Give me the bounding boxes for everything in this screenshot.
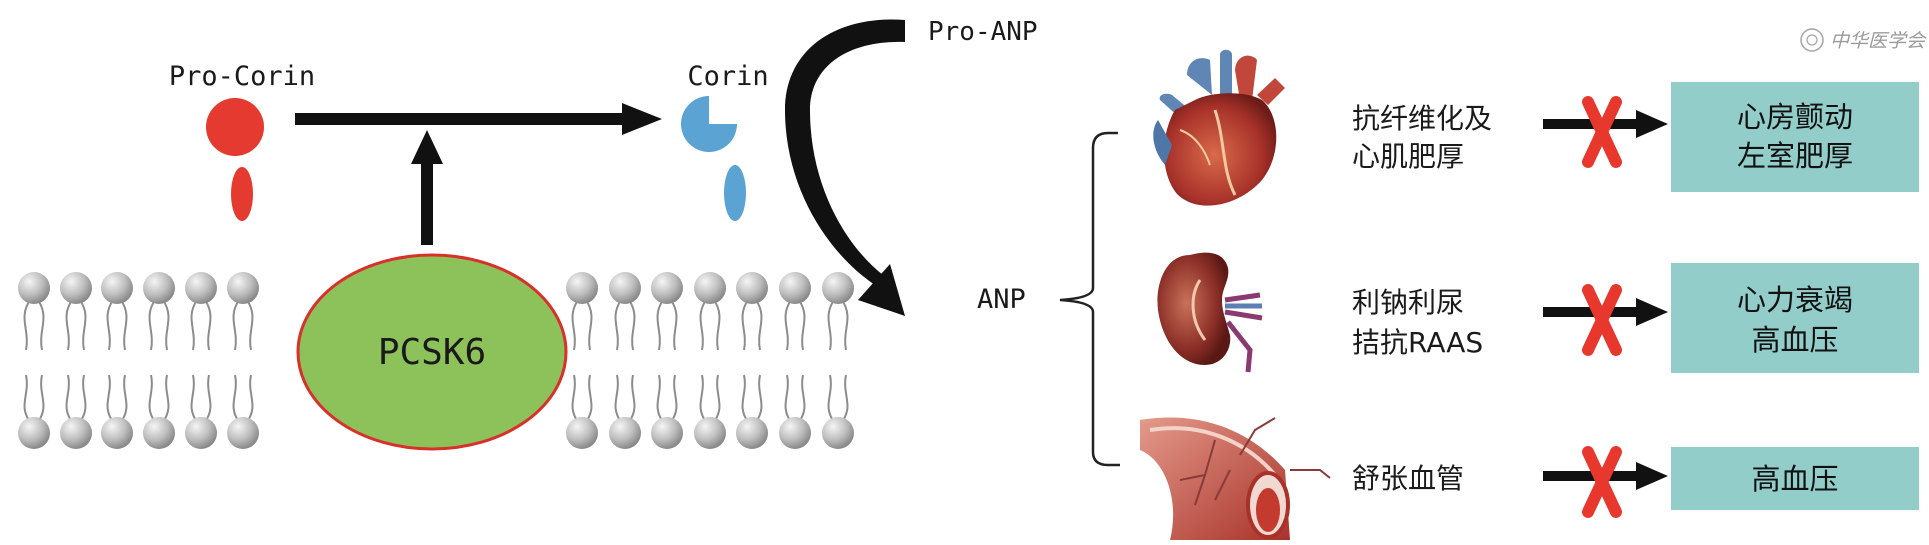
blood-vessel-illustration — [1140, 417, 1331, 540]
blocked-arrow — [1543, 446, 1668, 518]
corin-tail — [724, 165, 746, 221]
watermark-text: 中华医学会 — [1830, 30, 1927, 52]
effect-row-1: 抗纤维化及 心肌肥厚 心房颤动 左室肥厚 — [1352, 82, 1919, 192]
effect-row-2: 利钠利尿 拮抗RAAS 心力衰竭 高血压 — [1352, 263, 1919, 373]
outcome-box — [1671, 263, 1919, 373]
effect-row-3: 舒张血管 高血压 — [1352, 446, 1919, 518]
blocked-arrow — [1543, 284, 1668, 356]
pcsk6-enzyme: PCSK6 — [296, 253, 568, 451]
outcome-box — [1671, 447, 1919, 510]
effect-text-line1: 舒张血管 — [1352, 462, 1464, 495]
anp-brace — [1059, 131, 1120, 467]
effect-text-line2: 拮抗RAAS — [1352, 326, 1483, 359]
pro-corin-molecule: Pro-Corin — [169, 61, 315, 221]
outcome-text-line1: 心房颤动 — [1737, 100, 1853, 134]
watermark: 中华医学会 — [1800, 28, 1927, 52]
pro-corin-tail — [231, 167, 253, 221]
outcome-text-line2: 左室肥厚 — [1737, 139, 1853, 173]
corin-label: Corin — [687, 61, 768, 92]
pcsk6-shape — [298, 255, 566, 449]
corin-head — [681, 96, 737, 152]
watermark-seal-icon — [1800, 28, 1824, 52]
outcome-text-line1: 高血压 — [1751, 462, 1838, 496]
pcsk6-label: PCSK6 — [378, 332, 486, 373]
pro-anp-label: Pro-ANP — [928, 17, 1038, 47]
corin-molecule: Corin — [681, 61, 769, 221]
pro-corin-head — [206, 98, 264, 156]
outcome-box — [1671, 82, 1919, 192]
blocked-arrow — [1543, 96, 1668, 168]
pcsk6-outline — [296, 253, 568, 451]
outcome-text-line2: 高血压 — [1751, 323, 1838, 357]
pcsk6-cleavage-arrow — [411, 130, 443, 245]
anp-label: ANP — [977, 284, 1026, 315]
activation-arrow — [295, 103, 662, 135]
heart-illustration — [1153, 49, 1285, 206]
effect-text-line1: 利钠利尿 — [1352, 286, 1464, 319]
pro-corin-label: Pro-Corin — [169, 61, 315, 92]
effect-text-line1: 抗纤维化及 — [1352, 102, 1492, 135]
effect-text-line2: 心肌肥厚 — [1352, 140, 1464, 173]
pro-anp-conversion-arrow: Pro-ANP ANP — [785, 17, 1038, 316]
lipid-bilayer-right — [566, 272, 854, 449]
outcome-text-line1: 心力衰竭 — [1737, 283, 1853, 317]
kidney-illustration — [1157, 252, 1263, 373]
lipid-bilayer-left — [18, 272, 259, 449]
